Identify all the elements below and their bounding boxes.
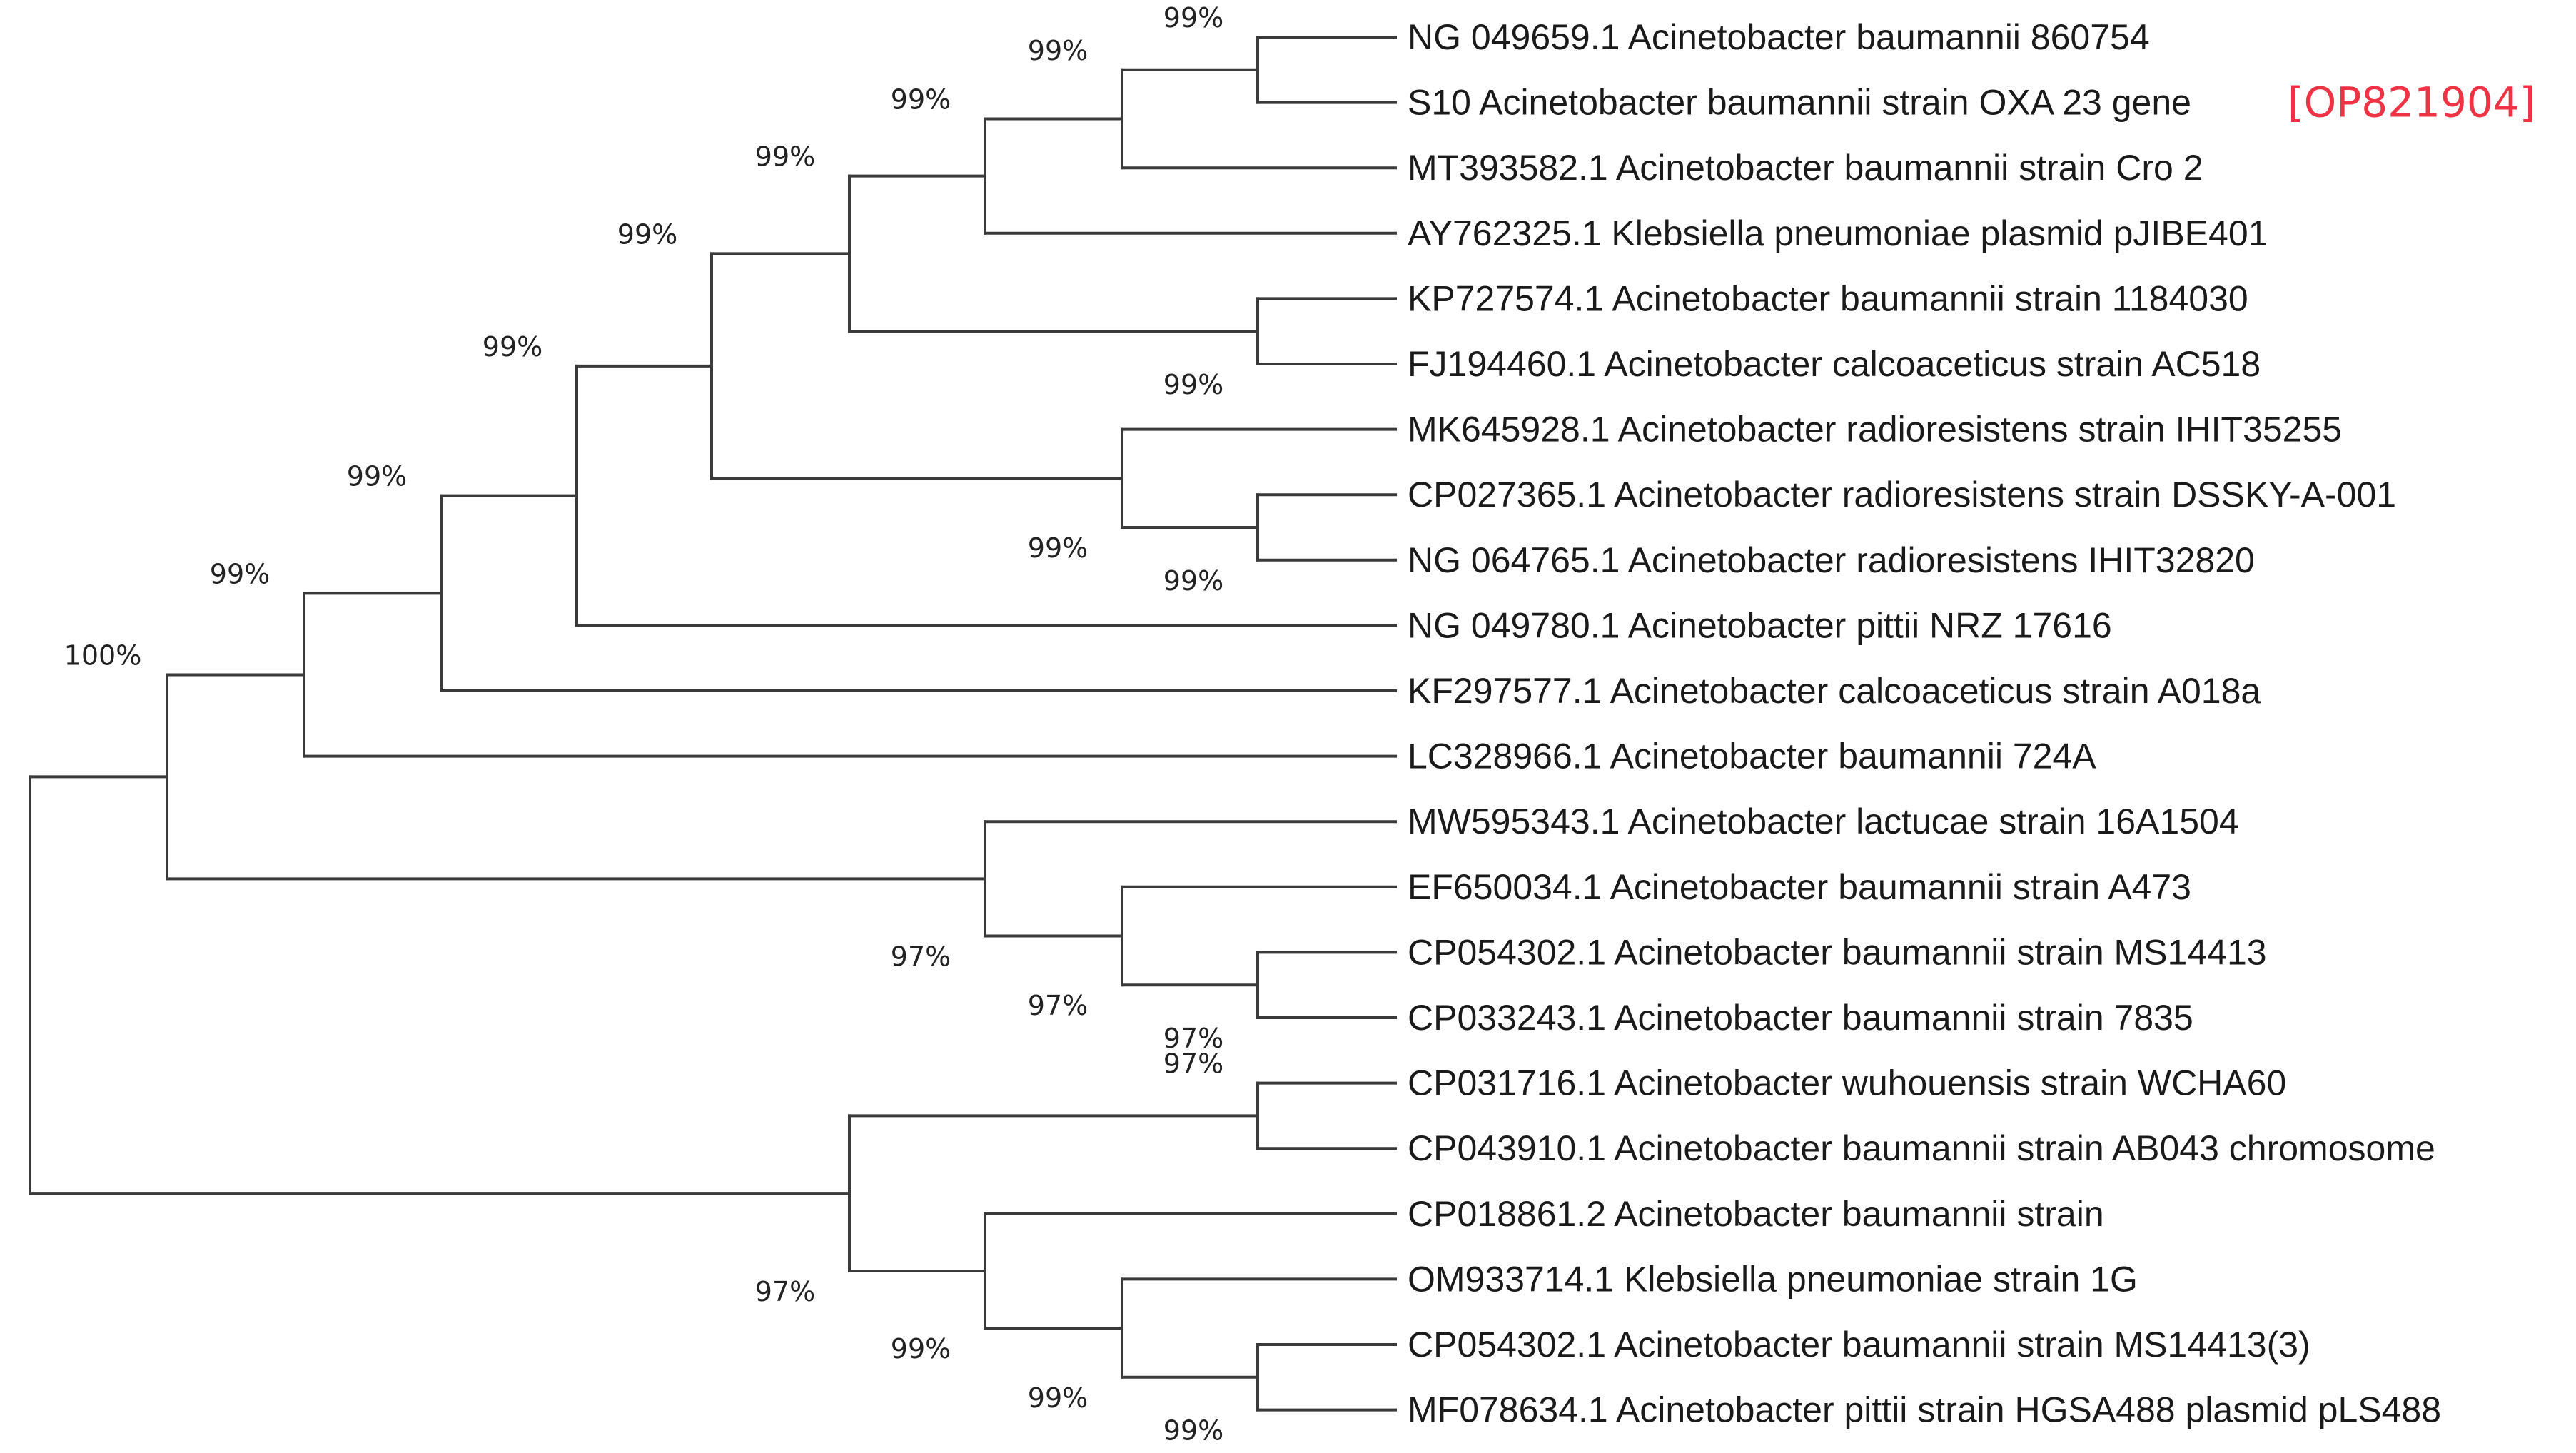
taxon-label: CP033243.1 Acinetobacter baumannii strai… bbox=[1408, 998, 2193, 1038]
support-value-n12: 97% bbox=[1163, 1023, 1223, 1054]
taxon-label: CP054302.1 Acinetobacter baumannii strai… bbox=[1408, 1325, 2310, 1365]
taxon-label: KF297577.1 Acinetobacter calcoaceticus s… bbox=[1408, 671, 2261, 711]
taxon-label: NG 049659.1 Acinetobacter baumannii 8607… bbox=[1408, 17, 2150, 57]
support-value-n19: 99% bbox=[891, 1333, 951, 1365]
support-value-n11: 99% bbox=[210, 558, 270, 589]
support-value-n1: 99% bbox=[1163, 2, 1223, 34]
support-value-n14: 97% bbox=[891, 941, 951, 973]
taxon-label: S10 Acinetobacter baumannii strain OXA 2… bbox=[1408, 83, 2191, 123]
support-value-n8: 99% bbox=[617, 218, 677, 250]
support-value-n13: 97% bbox=[1028, 990, 1088, 1021]
support-value-n9: 99% bbox=[483, 331, 542, 363]
taxon-label: MW595343.1 Acinetobacter lactucae strain… bbox=[1408, 801, 2239, 841]
taxon-label: EF650034.1 Acinetobacter baumannii strai… bbox=[1408, 867, 2191, 907]
support-value-n6: 99% bbox=[1163, 565, 1223, 597]
taxon-label: MF078634.1 Acinetobacter pittii strain H… bbox=[1408, 1390, 2441, 1430]
taxon-label: NG 049780.1 Acinetobacter pittii NRZ 176… bbox=[1408, 605, 2112, 645]
support-value-n16: 97% bbox=[1163, 1048, 1223, 1080]
support-value-n17: 99% bbox=[1163, 1415, 1223, 1447]
support-value-n5: 99% bbox=[755, 141, 815, 173]
support-value-n2: 99% bbox=[1028, 35, 1088, 66]
support-value-n20: 97% bbox=[755, 1276, 815, 1307]
support-value-n3: 99% bbox=[891, 84, 951, 116]
taxon-label: MT393582.1 Acinetobacter baumannii strai… bbox=[1408, 148, 2203, 188]
leaf-labels: NG 049659.1 Acinetobacter baumannii 8607… bbox=[1408, 17, 2535, 1430]
taxon-label: CP054302.1 Acinetobacter baumannii strai… bbox=[1408, 932, 2267, 972]
support-value-n15: 100% bbox=[64, 639, 142, 671]
taxon-label: CP043910.1 Acinetobacter baumannii strai… bbox=[1408, 1128, 2435, 1168]
taxon-label: FJ194460.1 Acinetobacter calcoaceticus s… bbox=[1408, 344, 2261, 384]
taxon-label: KP727574.1 Acinetobacter baumannii strai… bbox=[1408, 278, 2248, 318]
taxon-label: MK645928.1 Acinetobacter radioresistens … bbox=[1408, 410, 2342, 450]
taxon-label: CP031716.1 Acinetobacter wuhouensis stra… bbox=[1408, 1063, 2286, 1103]
support-value-n10: 99% bbox=[347, 461, 407, 492]
support-values: 99%99%99%99%99%99%99%99%99%99%99%97%97%9… bbox=[64, 2, 1224, 1447]
support-value-n18: 99% bbox=[1028, 1382, 1088, 1414]
taxon-label: LC328966.1 Acinetobacter baumannii 724A bbox=[1408, 736, 2096, 776]
tree-branches bbox=[29, 36, 1397, 1412]
taxon-label: CP027365.1 Acinetobacter radioresistens … bbox=[1408, 475, 2396, 515]
taxon-label: OM933714.1 Klebsiella pneumoniae strain … bbox=[1408, 1259, 2138, 1299]
support-value-n4: 99% bbox=[1163, 369, 1223, 400]
taxon-label: NG 064765.1 Acinetobacter radioresistens… bbox=[1408, 540, 2255, 580]
highlight-accession: [OP821904] bbox=[2288, 79, 2535, 127]
taxon-label: CP018861.2 Acinetobacter baumannii strai… bbox=[1408, 1194, 2104, 1234]
support-value-n7: 99% bbox=[1028, 532, 1088, 564]
taxon-label: AY762325.1 Klebsiella pneumoniae plasmid… bbox=[1408, 213, 2268, 253]
